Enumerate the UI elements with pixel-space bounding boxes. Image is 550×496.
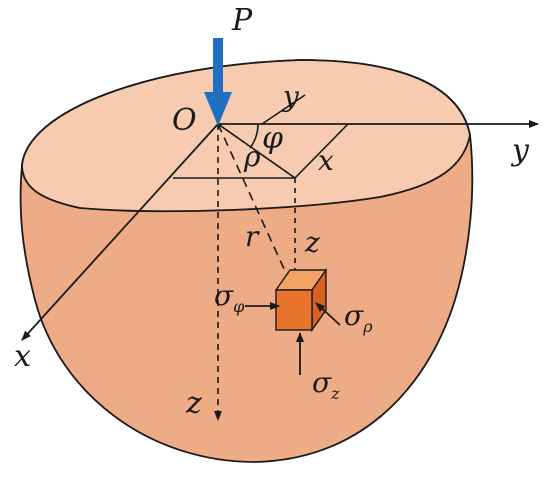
x-axis-label: x [14,339,31,374]
sigma-phi-label: σφ [214,279,245,316]
rho-label: ρ [243,140,261,173]
y-top-label: y [281,80,300,113]
load-arrow [204,38,232,126]
z-axis-label: z [185,386,202,421]
sigma-z-label: σz [312,366,340,403]
x-point-label: x [318,144,334,177]
phi-label: φ [262,121,283,156]
origin-label: O [172,103,197,138]
x-axis [21,123,219,341]
z-point-label: z [304,226,320,259]
top-surface [21,59,471,213]
load-label: P [231,3,253,38]
y-axis-label: y [510,133,530,168]
sigma-rho-label: σρ [344,299,373,336]
sigma-rho-arrow [315,302,341,326]
rho-line [217,123,296,179]
phi-arc [249,123,259,149]
r-label: r [245,220,260,253]
stress-element [274,267,328,333]
